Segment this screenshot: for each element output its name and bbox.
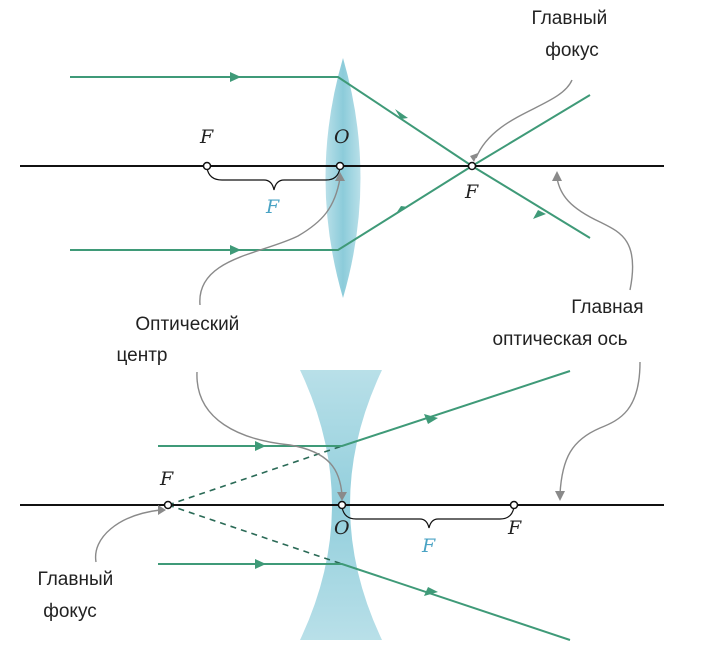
virtual-ray-lower: [167, 504, 343, 565]
ray-lower-diverging: [158, 563, 571, 641]
focus-label-left: F: [199, 126, 214, 148]
focus-point-right: [509, 500, 519, 510]
leader-arrowhead: [470, 153, 478, 162]
optical-center-label: Оптический центр: [117, 314, 245, 366]
focus-label-right: F: [507, 517, 522, 539]
leader-arrowhead: [555, 491, 565, 501]
leader-arrowhead: [337, 492, 347, 501]
arrowhead: [533, 210, 546, 219]
focal-length-brace-bottom: [341, 506, 515, 529]
focus-point-right: [467, 161, 477, 171]
leader-arrowhead: [335, 172, 345, 181]
leader-axis-top: [556, 177, 634, 291]
ray-upper-diverging: [158, 370, 571, 447]
focus-label-right: F: [464, 181, 479, 203]
arrowhead: [230, 245, 241, 255]
diverging-lens-group: F O F F: [20, 370, 664, 641]
leader-optical-center-bottom: [196, 371, 343, 496]
arrowhead: [395, 109, 408, 119]
optical-center-point: [337, 500, 347, 510]
ray-upper-converging: [70, 76, 591, 239]
converging-lens-group: F O F F: [20, 58, 664, 298]
leader-main-focus-top: [475, 79, 573, 159]
main-focus-label-bottom: Главный фокус: [37, 569, 118, 622]
leader-lines: [94, 79, 641, 563]
arrowhead: [255, 559, 266, 569]
focus-label-left: F: [159, 468, 174, 490]
arrowhead: [424, 414, 438, 424]
center-label: O: [334, 517, 350, 539]
arrowhead: [395, 206, 408, 215]
focus-point-left: [163, 500, 173, 510]
converging-rays: [70, 72, 591, 255]
focal-length-label: F: [421, 535, 436, 557]
focal-length-brace-top: [206, 167, 341, 191]
leader-optical-center-top: [199, 177, 341, 306]
main-optical-axis-label: Главная оптическая ось: [493, 297, 649, 350]
virtual-ray-upper: [167, 445, 343, 506]
focus-point-left: [202, 161, 212, 171]
main-focus-label-top: Главный фокус: [531, 8, 612, 61]
leader-arrowhead: [552, 171, 562, 181]
leader-arrowhead: [158, 505, 166, 515]
diverging-rays: [158, 370, 571, 641]
arrowhead: [255, 441, 266, 451]
leader-main-focus-bottom: [94, 509, 161, 563]
optical-center-point: [335, 161, 345, 171]
arrowhead: [424, 587, 438, 596]
focal-length-label: F: [265, 196, 280, 218]
leader-axis-bottom: [559, 361, 641, 495]
center-label: O: [334, 126, 350, 148]
arrowhead: [230, 72, 241, 82]
